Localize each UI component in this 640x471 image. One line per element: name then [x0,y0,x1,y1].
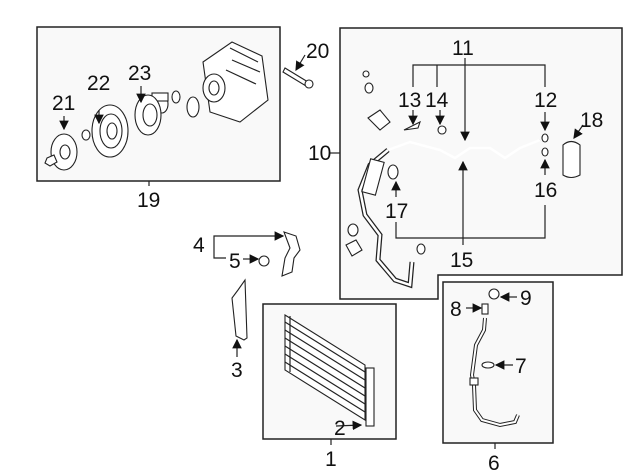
callout-6: 6 [488,452,500,471]
callout-9: 9 [520,287,532,310]
compressor-illustration [151,41,269,123]
bracket-illustration [281,231,301,277]
seal-illustration [231,278,248,341]
callout-15: 15 [450,249,473,272]
bracket-4[interactable]: 4 [193,231,301,277]
field-coil-illustration [134,94,162,136]
condenser-group[interactable]: 2 1 [262,303,397,471]
seal-3[interactable]: 3 [231,278,248,382]
receiver-illustration [562,140,581,179]
ac-lines-group[interactable]: 10 11 13 14 12 16 [308,27,623,300]
callout-20: 20 [306,40,329,63]
callout-4: 4 [193,234,205,257]
condenser-illustration [284,314,375,427]
callout-3: 3 [231,359,243,382]
callout-22: 22 [87,72,110,95]
callout-5: 5 [229,250,241,273]
callout-1: 1 [325,448,337,471]
callout-8: 8 [450,298,462,321]
callout-21: 21 [52,92,75,115]
hose-illustration [469,288,520,428]
receiver-drier-18[interactable]: 18 [562,109,603,179]
pulley-illustration [91,104,129,158]
callout-19: 19 [137,189,160,212]
compressor-group[interactable]: 21 22 23 19 [36,26,281,212]
clip-illustration [258,255,270,267]
callout-13: 13 [398,89,421,112]
hose-group[interactable]: 9 8 7 6 [442,281,554,471]
callout-2: 2 [334,417,346,440]
callout-12: 12 [534,89,557,112]
callout-17: 17 [385,200,408,223]
callout-23: 23 [128,62,151,85]
bolt-20[interactable]: 20 [282,40,329,89]
callout-7: 7 [515,355,527,378]
bolt-illustration [282,67,309,87]
callout-18: 18 [580,109,603,132]
ac-lines-box [339,27,623,300]
callout-14: 14 [425,89,449,112]
callout-10: 10 [308,142,331,165]
clutch-hub-illustration [44,129,91,171]
clip-5[interactable]: 5 [229,250,270,273]
callout-11: 11 [452,37,474,60]
callout-16: 16 [534,179,557,202]
